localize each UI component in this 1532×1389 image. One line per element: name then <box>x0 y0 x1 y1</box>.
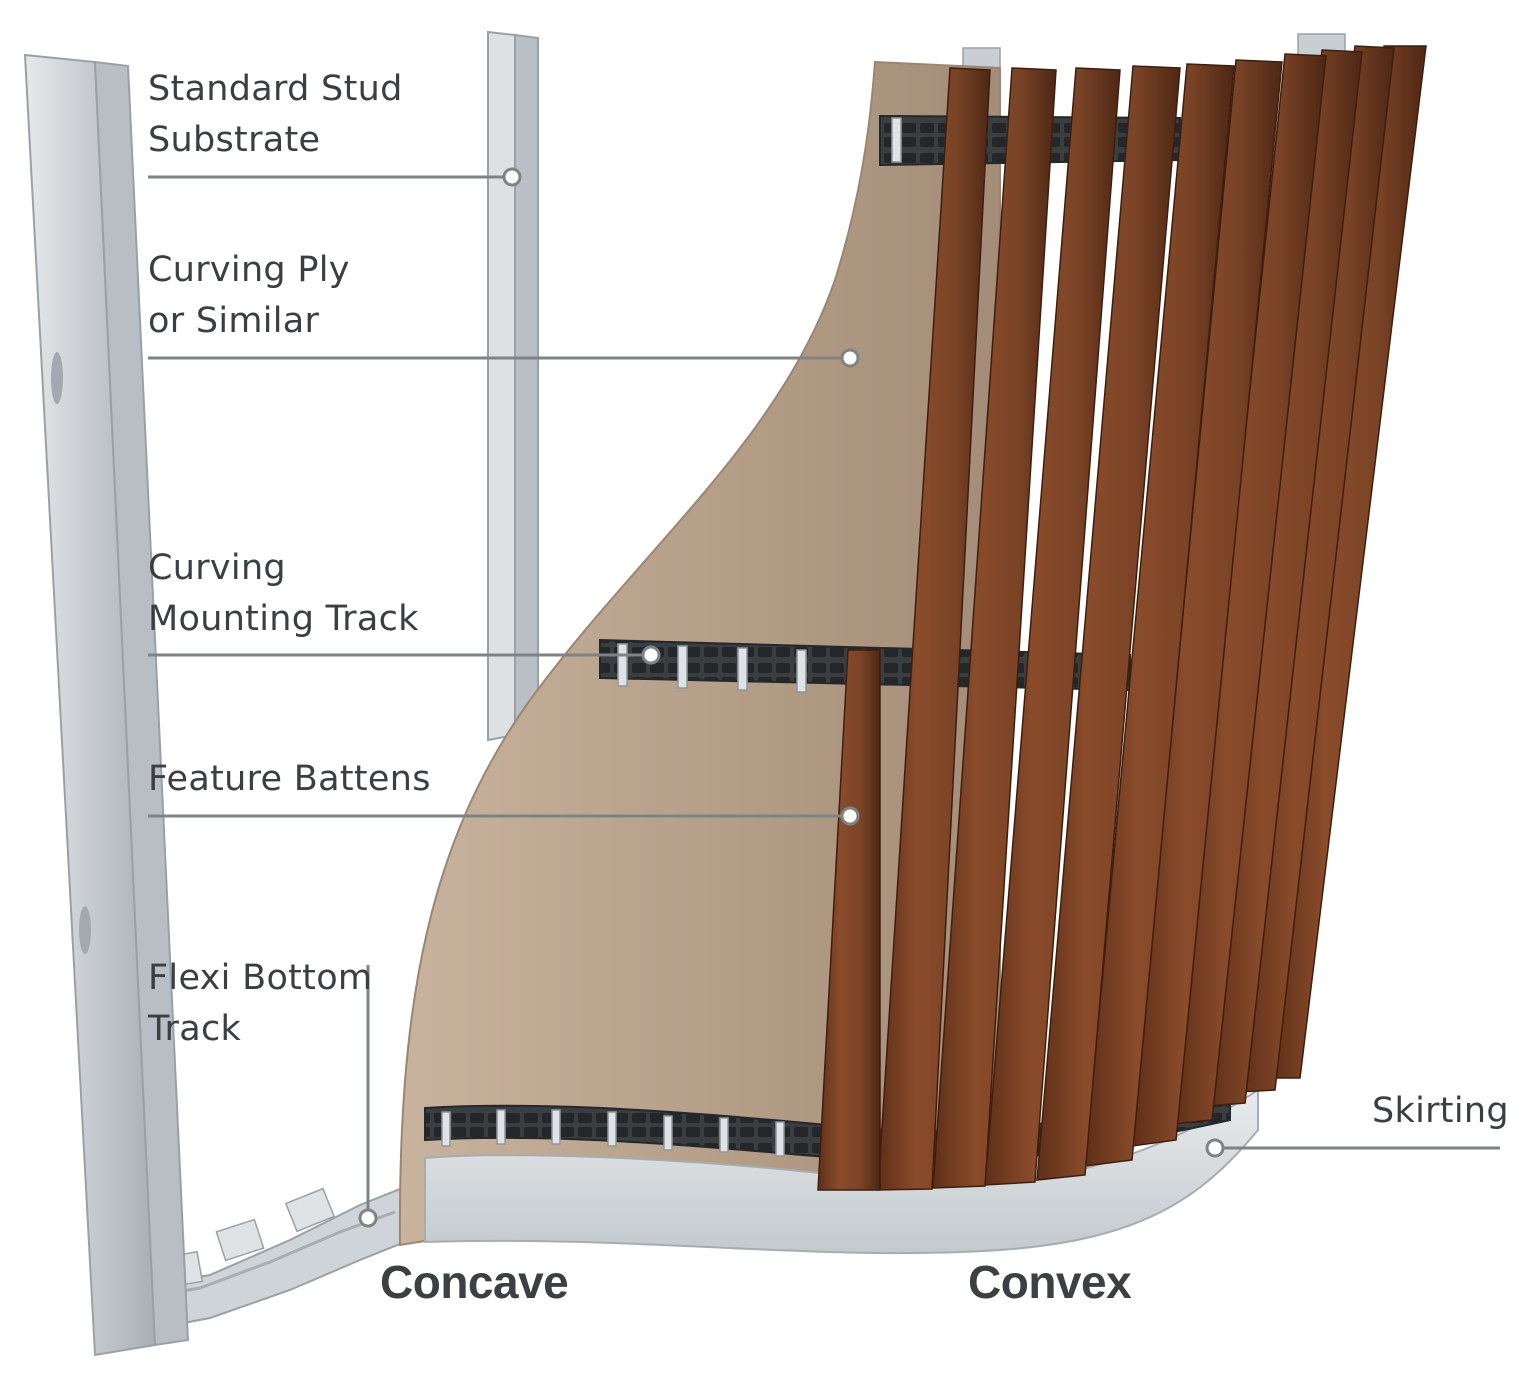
label-line: Standard Stud <box>148 69 403 109</box>
top-track-clip <box>891 117 902 163</box>
caption-concave: Concave <box>380 1256 569 1308</box>
skirting <box>424 1088 1259 1255</box>
left-stud <box>23 53 190 1357</box>
label-flexi-bottom-track: Flexi Bottom Track <box>148 953 372 1055</box>
bottom-track-clips <box>441 1109 785 1157</box>
middle-track-clips <box>617 643 807 693</box>
label-line: Feature Battens <box>148 759 431 799</box>
label-standard-stud-substrate: Standard Stud Substrate <box>148 64 403 166</box>
caption-convex: Convex <box>968 1256 1132 1308</box>
label-line: Flexi Bottom <box>148 958 373 998</box>
label-line: Skirting <box>1372 1091 1509 1131</box>
label-line: or Similar <box>148 301 320 341</box>
label-curving-mounting-track: Curving Mounting Track <box>148 543 419 645</box>
centre-stud <box>487 30 539 742</box>
label-skirting: Skirting <box>1372 1086 1509 1137</box>
label-line: Curving Ply <box>148 250 350 290</box>
feature-battens <box>817 45 1427 1191</box>
label-line: Substrate <box>148 120 321 160</box>
label-line: Track <box>148 1009 242 1049</box>
label-line: Mounting Track <box>148 599 419 639</box>
label-line: Curving <box>148 548 286 588</box>
label-feature-battens: Feature Battens <box>148 754 431 805</box>
leader-lines <box>148 167 1500 1228</box>
label-curving-ply: Curving Ply or Similar <box>148 245 350 347</box>
